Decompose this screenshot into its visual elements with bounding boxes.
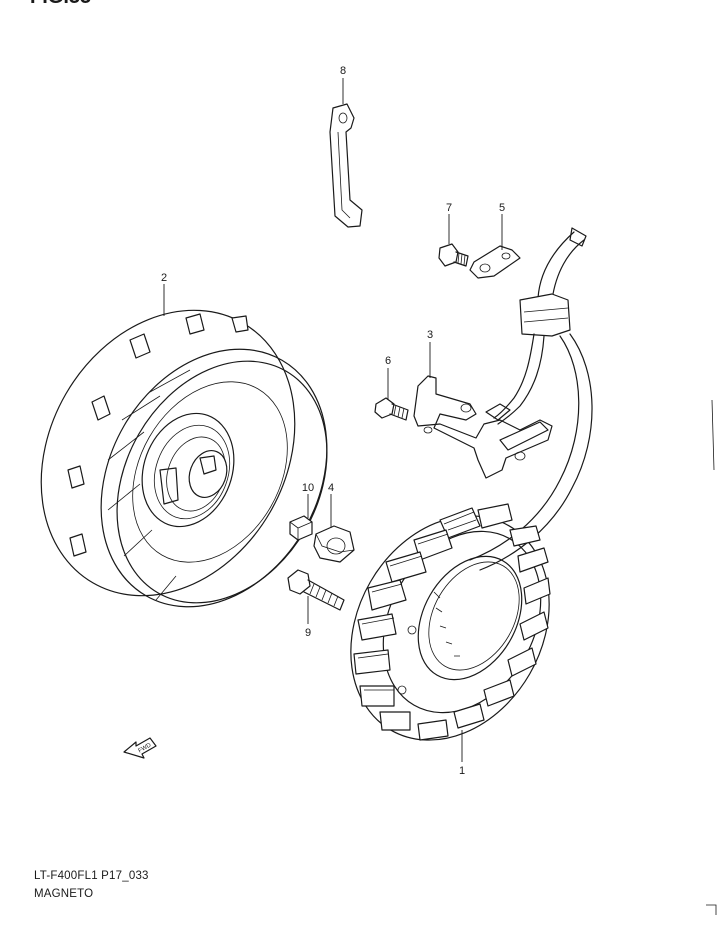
part-6-bolt (374, 397, 409, 421)
diagram-title: MAGNETO (34, 888, 94, 900)
part-4-nut (313, 525, 355, 563)
callout-4: 4 (328, 482, 334, 494)
part-3-pickup-coil (413, 375, 553, 479)
callout-8: 8 (340, 65, 346, 77)
part-9-bolt (287, 569, 345, 611)
callout-6: 6 (385, 355, 391, 367)
part-5-plate (469, 245, 521, 279)
wire-harness (469, 227, 593, 571)
callout-9: 9 (305, 627, 311, 639)
fwd-arrow-icon: FWD (123, 737, 157, 759)
part-10-key (289, 515, 313, 541)
callout-7: 7 (446, 202, 452, 214)
callout-3: 3 (427, 329, 433, 341)
callout-10: 10 (302, 482, 314, 494)
callout-1: 1 (459, 765, 465, 777)
diagram-code: LT-F400FL1 P17_033 (34, 870, 149, 882)
part-1-stator (350, 503, 551, 741)
stator-poles (353, 503, 551, 741)
figure-title: FIG.33 (30, 0, 91, 9)
part-8-clamp (329, 103, 363, 228)
part-7-bolt (438, 243, 469, 267)
part-2-flywheel-rotor (40, 309, 328, 608)
callout-5: 5 (499, 202, 505, 214)
callout-2: 2 (161, 272, 167, 284)
